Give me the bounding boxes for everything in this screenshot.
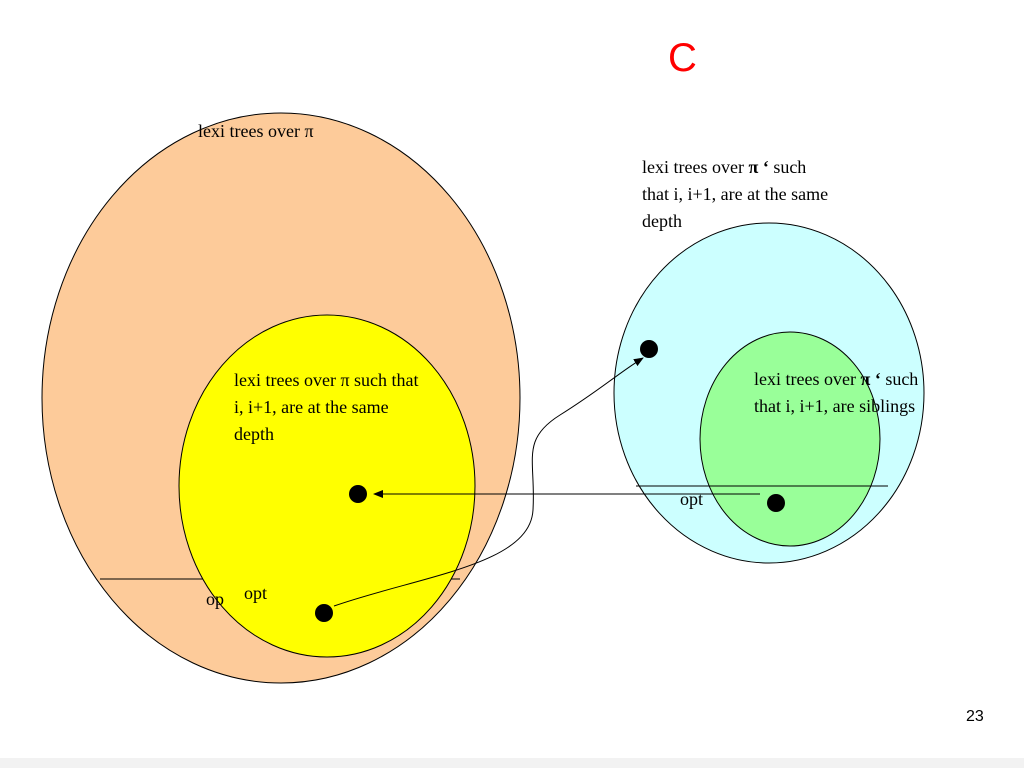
right-opt-label: opt bbox=[680, 489, 704, 509]
orange-opt-label-partial: op bbox=[206, 589, 224, 609]
yellow-center-dot bbox=[349, 485, 367, 503]
orange-set-label: lexi trees over π bbox=[198, 121, 314, 141]
footer-bar bbox=[0, 758, 1024, 768]
cyan-set-label-line1: lexi trees over π ‘ such bbox=[642, 154, 806, 181]
slide-title: C bbox=[668, 36, 697, 80]
green-label-post: such bbox=[880, 369, 919, 389]
yellow-opt-label: opt bbox=[244, 583, 268, 603]
cyan-dot bbox=[640, 340, 658, 358]
green-set-ellipse bbox=[699, 331, 881, 547]
yellow-set-label-line3: depth bbox=[234, 424, 274, 444]
yellow-set-label-line1: lexi trees over π such that bbox=[234, 370, 419, 390]
cyan-set-label-line2: that i, i+1, are at the same bbox=[642, 184, 829, 204]
pi-prime-symbol: π ‘ bbox=[748, 157, 769, 177]
pi-prime-symbol: π ‘ bbox=[860, 369, 881, 389]
page-number: 23 bbox=[966, 708, 984, 725]
cyan-label-pre: lexi trees over bbox=[642, 157, 749, 177]
green-opt-dot bbox=[767, 494, 785, 512]
green-label-pre: lexi trees over bbox=[754, 369, 861, 389]
green-set-label-line2: that i, i+1, are siblings bbox=[754, 396, 916, 416]
yellow-set-label-line2: i, i+1, are at the same bbox=[234, 397, 389, 417]
cyan-label-post: such bbox=[768, 157, 807, 177]
green-set-label-line1: lexi trees over π ‘ such bbox=[754, 366, 918, 393]
cyan-set-label-line3: depth bbox=[642, 211, 682, 231]
yellow-set-ellipse bbox=[178, 314, 476, 658]
yellow-opt-dot bbox=[315, 604, 333, 622]
curved-arrow bbox=[333, 357, 644, 607]
